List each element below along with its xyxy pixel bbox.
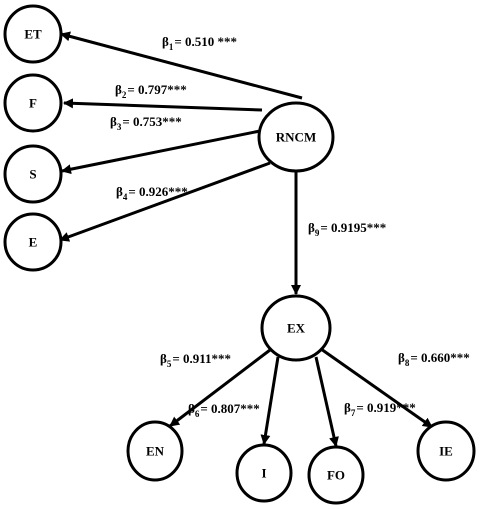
edge-label-symbol: β xyxy=(116,184,123,199)
edges-layer xyxy=(59,31,433,447)
node-et: ET xyxy=(3,4,63,64)
node-ellipse xyxy=(3,144,63,204)
node-ellipse xyxy=(3,212,63,272)
nodes-layer: ET F S E RNCM EX EN I FO IE xyxy=(3,4,476,505)
node-label: IE xyxy=(439,444,453,459)
edge-label-symbol: β xyxy=(110,114,117,129)
edge-label-value: = 0.807*** xyxy=(200,401,259,416)
edge-label-value: = 0.660*** xyxy=(410,350,469,365)
edge-label-index: 3 xyxy=(117,122,122,132)
edge-arrow-ex-i xyxy=(260,356,280,445)
node-label: I xyxy=(261,466,266,481)
edge-label-rncm-s: β3= 0.753*** xyxy=(110,114,182,132)
edge-arrow-ex-en xyxy=(169,348,271,428)
edge-label-ex-ie: β8= 0.660*** xyxy=(398,350,470,368)
node-s: S xyxy=(3,144,63,204)
node-label: RNCM xyxy=(276,130,316,145)
node-ellipse xyxy=(3,73,63,133)
node-en: EN xyxy=(126,420,184,482)
edge-label-rncm-ex: β9= 0.9195*** xyxy=(308,220,386,238)
node-ellipse xyxy=(3,4,63,64)
edge-arrow-ex-fo xyxy=(314,356,339,447)
node-ie: IE xyxy=(416,420,476,482)
edge-label-index: 1 xyxy=(169,42,174,52)
node-fo: FO xyxy=(307,445,365,505)
edge-label-symbol: β xyxy=(115,82,122,97)
edge-label-symbol: β xyxy=(308,220,315,235)
edge-label-rncm-f: β2= 0.797*** xyxy=(115,82,187,100)
node-label: E xyxy=(29,235,38,250)
node-ellipse xyxy=(126,420,184,482)
edge-label-value: = 0.510 *** xyxy=(174,34,237,49)
node-e: E xyxy=(3,212,63,272)
edge-arrow-rncm-s xyxy=(61,129,261,175)
edge-arrow-rncm-f xyxy=(63,98,263,112)
node-ex: EX xyxy=(260,294,332,362)
edge-labels-layer: β1= 0.510 ***β2= 0.797***β3= 0.753***β4=… xyxy=(110,34,470,419)
edge-label-symbol: β xyxy=(398,350,405,365)
edge-label-index: 5 xyxy=(167,359,172,369)
edge-label-value: = 0.797*** xyxy=(127,82,186,97)
edge-arrow-ex-ie xyxy=(320,347,433,429)
edge-label-rncm-et: β1= 0.510 *** xyxy=(162,34,237,52)
node-ellipse xyxy=(307,445,365,505)
edge-label-index: 7 xyxy=(351,408,356,418)
edge-label-index: 8 xyxy=(405,358,410,368)
edge-label-value: = 0.9195*** xyxy=(320,220,386,235)
edge-label-symbol: β xyxy=(160,351,167,366)
edge-label-symbol: β xyxy=(188,401,195,416)
node-ellipse xyxy=(260,294,332,362)
node-ellipse xyxy=(257,101,335,173)
edge-label-ex-fo: β7= 0.919*** xyxy=(344,400,416,418)
node-label: FO xyxy=(327,468,345,483)
edge-label-rncm-e: β4= 0.926*** xyxy=(116,184,188,202)
node-rncm: RNCM xyxy=(257,101,335,173)
edge-label-ex-i: β6= 0.807*** xyxy=(188,401,260,419)
edge-label-symbol: β xyxy=(344,400,351,415)
edge-label-index: 2 xyxy=(122,90,127,100)
node-label: EX xyxy=(287,321,306,336)
edge-label-index: 4 xyxy=(123,192,128,202)
node-label: EN xyxy=(146,444,165,459)
edge-label-value: = 0.911*** xyxy=(172,351,231,366)
edge-label-value: = 0.753*** xyxy=(122,114,181,129)
node-label: S xyxy=(29,167,36,182)
edge-arrow-rncm-et xyxy=(60,31,303,100)
edge-label-index: 6 xyxy=(195,409,200,419)
node-label: F xyxy=(29,96,37,111)
node-ellipse xyxy=(235,443,293,503)
edge-label-ex-en: β5= 0.911*** xyxy=(160,351,231,369)
node-label: ET xyxy=(24,27,42,42)
edge-arrow-rncm-e xyxy=(59,161,271,242)
edge-label-value: = 0.926*** xyxy=(128,184,187,199)
edge-label-index: 9 xyxy=(315,228,320,238)
node-i: I xyxy=(235,443,293,503)
edge-label-symbol: β xyxy=(162,34,169,49)
edge-label-value: = 0.919*** xyxy=(356,400,415,415)
node-ellipse xyxy=(416,420,476,482)
node-f: F xyxy=(3,73,63,133)
